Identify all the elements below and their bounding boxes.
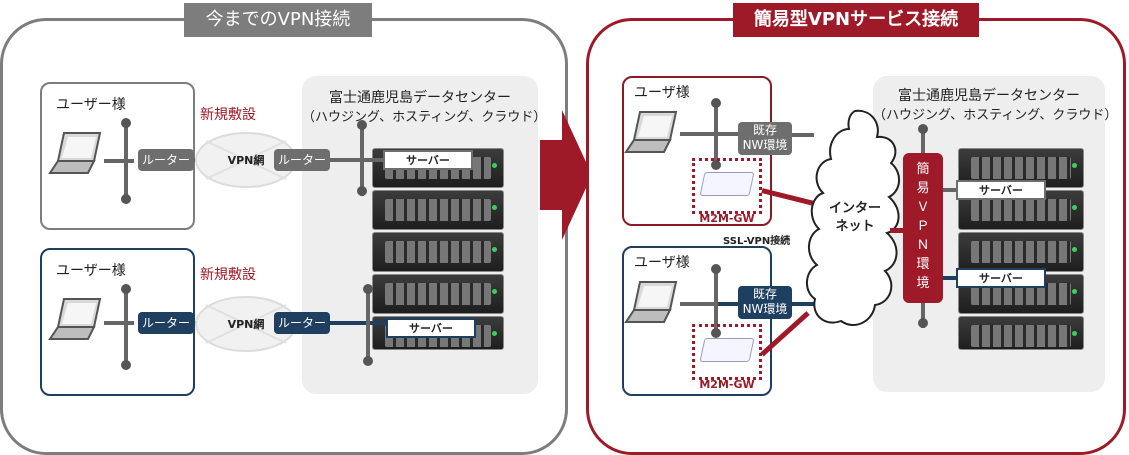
server-label: サーバー — [956, 180, 1046, 200]
simple-vpn-environment — [903, 153, 943, 303]
vpn-network-label: VPN網 — [227, 318, 265, 331]
laptop-icon — [48, 298, 102, 340]
gateway-device-icon — [699, 338, 755, 362]
node-dot — [711, 264, 721, 274]
vpn-network-label: VPN網 — [227, 154, 265, 167]
node-dot — [711, 98, 721, 108]
connector-line — [680, 132, 720, 136]
laptop-icon — [48, 132, 102, 174]
node-dot — [357, 186, 367, 196]
laptop-icon — [624, 111, 678, 153]
node-dot — [121, 360, 131, 370]
gateway-label: M2M-GW — [699, 378, 755, 391]
existing-network-label: 既存 NW環境 — [738, 286, 792, 319]
existing-network-line2: NW環境 — [742, 138, 788, 152]
server-rack-icon — [372, 274, 504, 314]
router-label: ルーター — [274, 149, 330, 171]
connector-line — [718, 132, 740, 136]
legacy-datacenter-services: （ハウジング、ホスティング、クラウド） — [302, 110, 547, 125]
internet-to-vpn-line — [890, 228, 906, 233]
existing-network-line1: 既存 — [752, 123, 777, 137]
user-label: ユーザ様 — [634, 85, 690, 101]
existing-network-line2: NW環境 — [742, 302, 788, 316]
gateway-frame — [692, 158, 762, 214]
server-label: サーバー — [386, 318, 476, 338]
connector-line — [330, 321, 386, 325]
router-label: ルーター — [138, 312, 194, 334]
connector-line — [104, 159, 134, 163]
arrow-right-icon — [540, 110, 592, 240]
router-label: ルーター — [138, 149, 194, 171]
user-label: ユーザー様 — [56, 97, 126, 113]
new-install-label: 新規敷設 — [200, 107, 256, 123]
new-install-label: 新規敷設 — [200, 267, 256, 283]
legacy-vpn-title: 今までのVPN接続 — [184, 3, 372, 37]
node-dot — [918, 318, 928, 328]
server-rack-icon — [372, 190, 504, 230]
laptop-icon — [624, 281, 678, 323]
connector-line — [124, 122, 128, 198]
connector-line — [943, 276, 957, 280]
gateway-label: M2M-GW — [699, 212, 755, 225]
node-dot — [918, 124, 928, 134]
datacenter-services: （ハウジング、ホスティング、クラウド） — [873, 108, 1118, 123]
connector-line — [104, 321, 134, 325]
server-label: サーバー — [956, 268, 1046, 288]
connector-line — [360, 124, 364, 196]
connector-line — [366, 288, 370, 360]
internet-label-line2: ネット — [835, 219, 875, 234]
server-rack-icon — [958, 316, 1084, 350]
node-dot — [711, 328, 721, 338]
internet-label-line1: インター — [828, 201, 881, 216]
datacenter-name: 富士通鹿児島データセンター — [898, 88, 1080, 104]
user-label: ユーザ様 — [634, 255, 690, 271]
node-dot — [363, 284, 373, 294]
internet-label: インター ネット — [812, 200, 898, 236]
server-label: サーバー — [383, 150, 473, 170]
legacy-datacenter-name: 富士通鹿児島データセンター — [329, 90, 511, 106]
simple-vpn-environment-label: 簡 易 Ｖ Ｐ Ｎ 環 境 — [916, 162, 930, 291]
connector-line — [792, 133, 814, 137]
connector-line — [714, 270, 718, 334]
node-dot — [121, 118, 131, 128]
server-rack-icon — [958, 148, 1084, 188]
connector-line — [124, 288, 128, 364]
connector-line — [792, 302, 814, 306]
node-dot — [121, 194, 131, 204]
server-rack-icon — [372, 232, 504, 272]
router-label: ルーター — [274, 312, 330, 334]
vpn-network-cloud: VPN網 — [194, 295, 298, 353]
server-rack-icon — [958, 232, 1084, 272]
connector-line — [330, 158, 386, 162]
user-label: ユーザー様 — [56, 263, 126, 279]
gateway-device-icon — [699, 172, 755, 196]
node-dot — [121, 284, 131, 294]
node-dot — [711, 160, 721, 170]
ssl-vpn-label: SSL-VPN接続 — [723, 236, 791, 247]
node-dot — [357, 120, 367, 130]
existing-network-label: 既存 NW環境 — [738, 122, 792, 155]
cloud-icon — [806, 109, 900, 326]
connector-line — [718, 302, 740, 306]
existing-network-line1: 既存 — [752, 287, 777, 301]
connector-line — [943, 188, 957, 192]
node-dot — [363, 356, 373, 366]
simple-vpn-title: 簡易型VPNサービス接続 — [733, 3, 979, 37]
connector-line — [714, 104, 718, 168]
connector-line — [680, 302, 720, 306]
vpn-network-cloud: VPN網 — [194, 131, 298, 189]
